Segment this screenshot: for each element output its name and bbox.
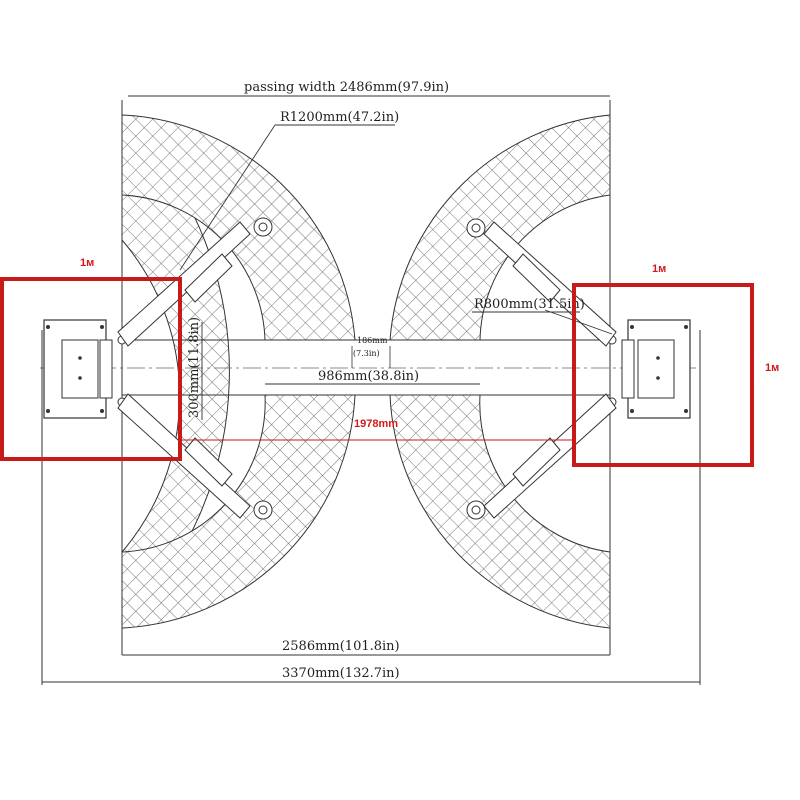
left-clearance-box	[0, 277, 182, 461]
width-2586-label: 2586mm(101.8in)	[282, 639, 400, 654]
passing-width-label: passing width 2486mm(97.9in)	[244, 80, 449, 95]
height-300-label: 300mm(11.8in)	[187, 317, 202, 418]
left-upper-arm	[117, 217, 273, 347]
left-post	[43, 319, 127, 419]
r1200-label: R1200mm(47.2in)	[280, 110, 399, 125]
r1200-leader	[179, 124, 276, 271]
right-lower-arm	[466, 393, 617, 520]
left-1m-label: 1м	[80, 257, 94, 269]
left-lower-arm	[117, 393, 273, 520]
right-side-1m-label: 1м	[765, 362, 779, 374]
width-3370-label: 3370mm(132.7in)	[282, 666, 400, 681]
gap-mm-label: 186mm	[357, 336, 388, 345]
right-clearance-box	[572, 283, 754, 467]
right-top-1m-label: 1м	[652, 263, 666, 275]
r800-leader	[544, 309, 613, 335]
r800-label: R800mm(31.5in)	[474, 297, 585, 312]
red-1978-label: 1978mm	[354, 418, 398, 430]
right-post	[607, 319, 691, 419]
right-upper-arm	[466, 218, 617, 347]
gap-in-label: (7.3in)	[353, 349, 380, 358]
span-986-label: 986mm(38.8in)	[318, 369, 419, 384]
